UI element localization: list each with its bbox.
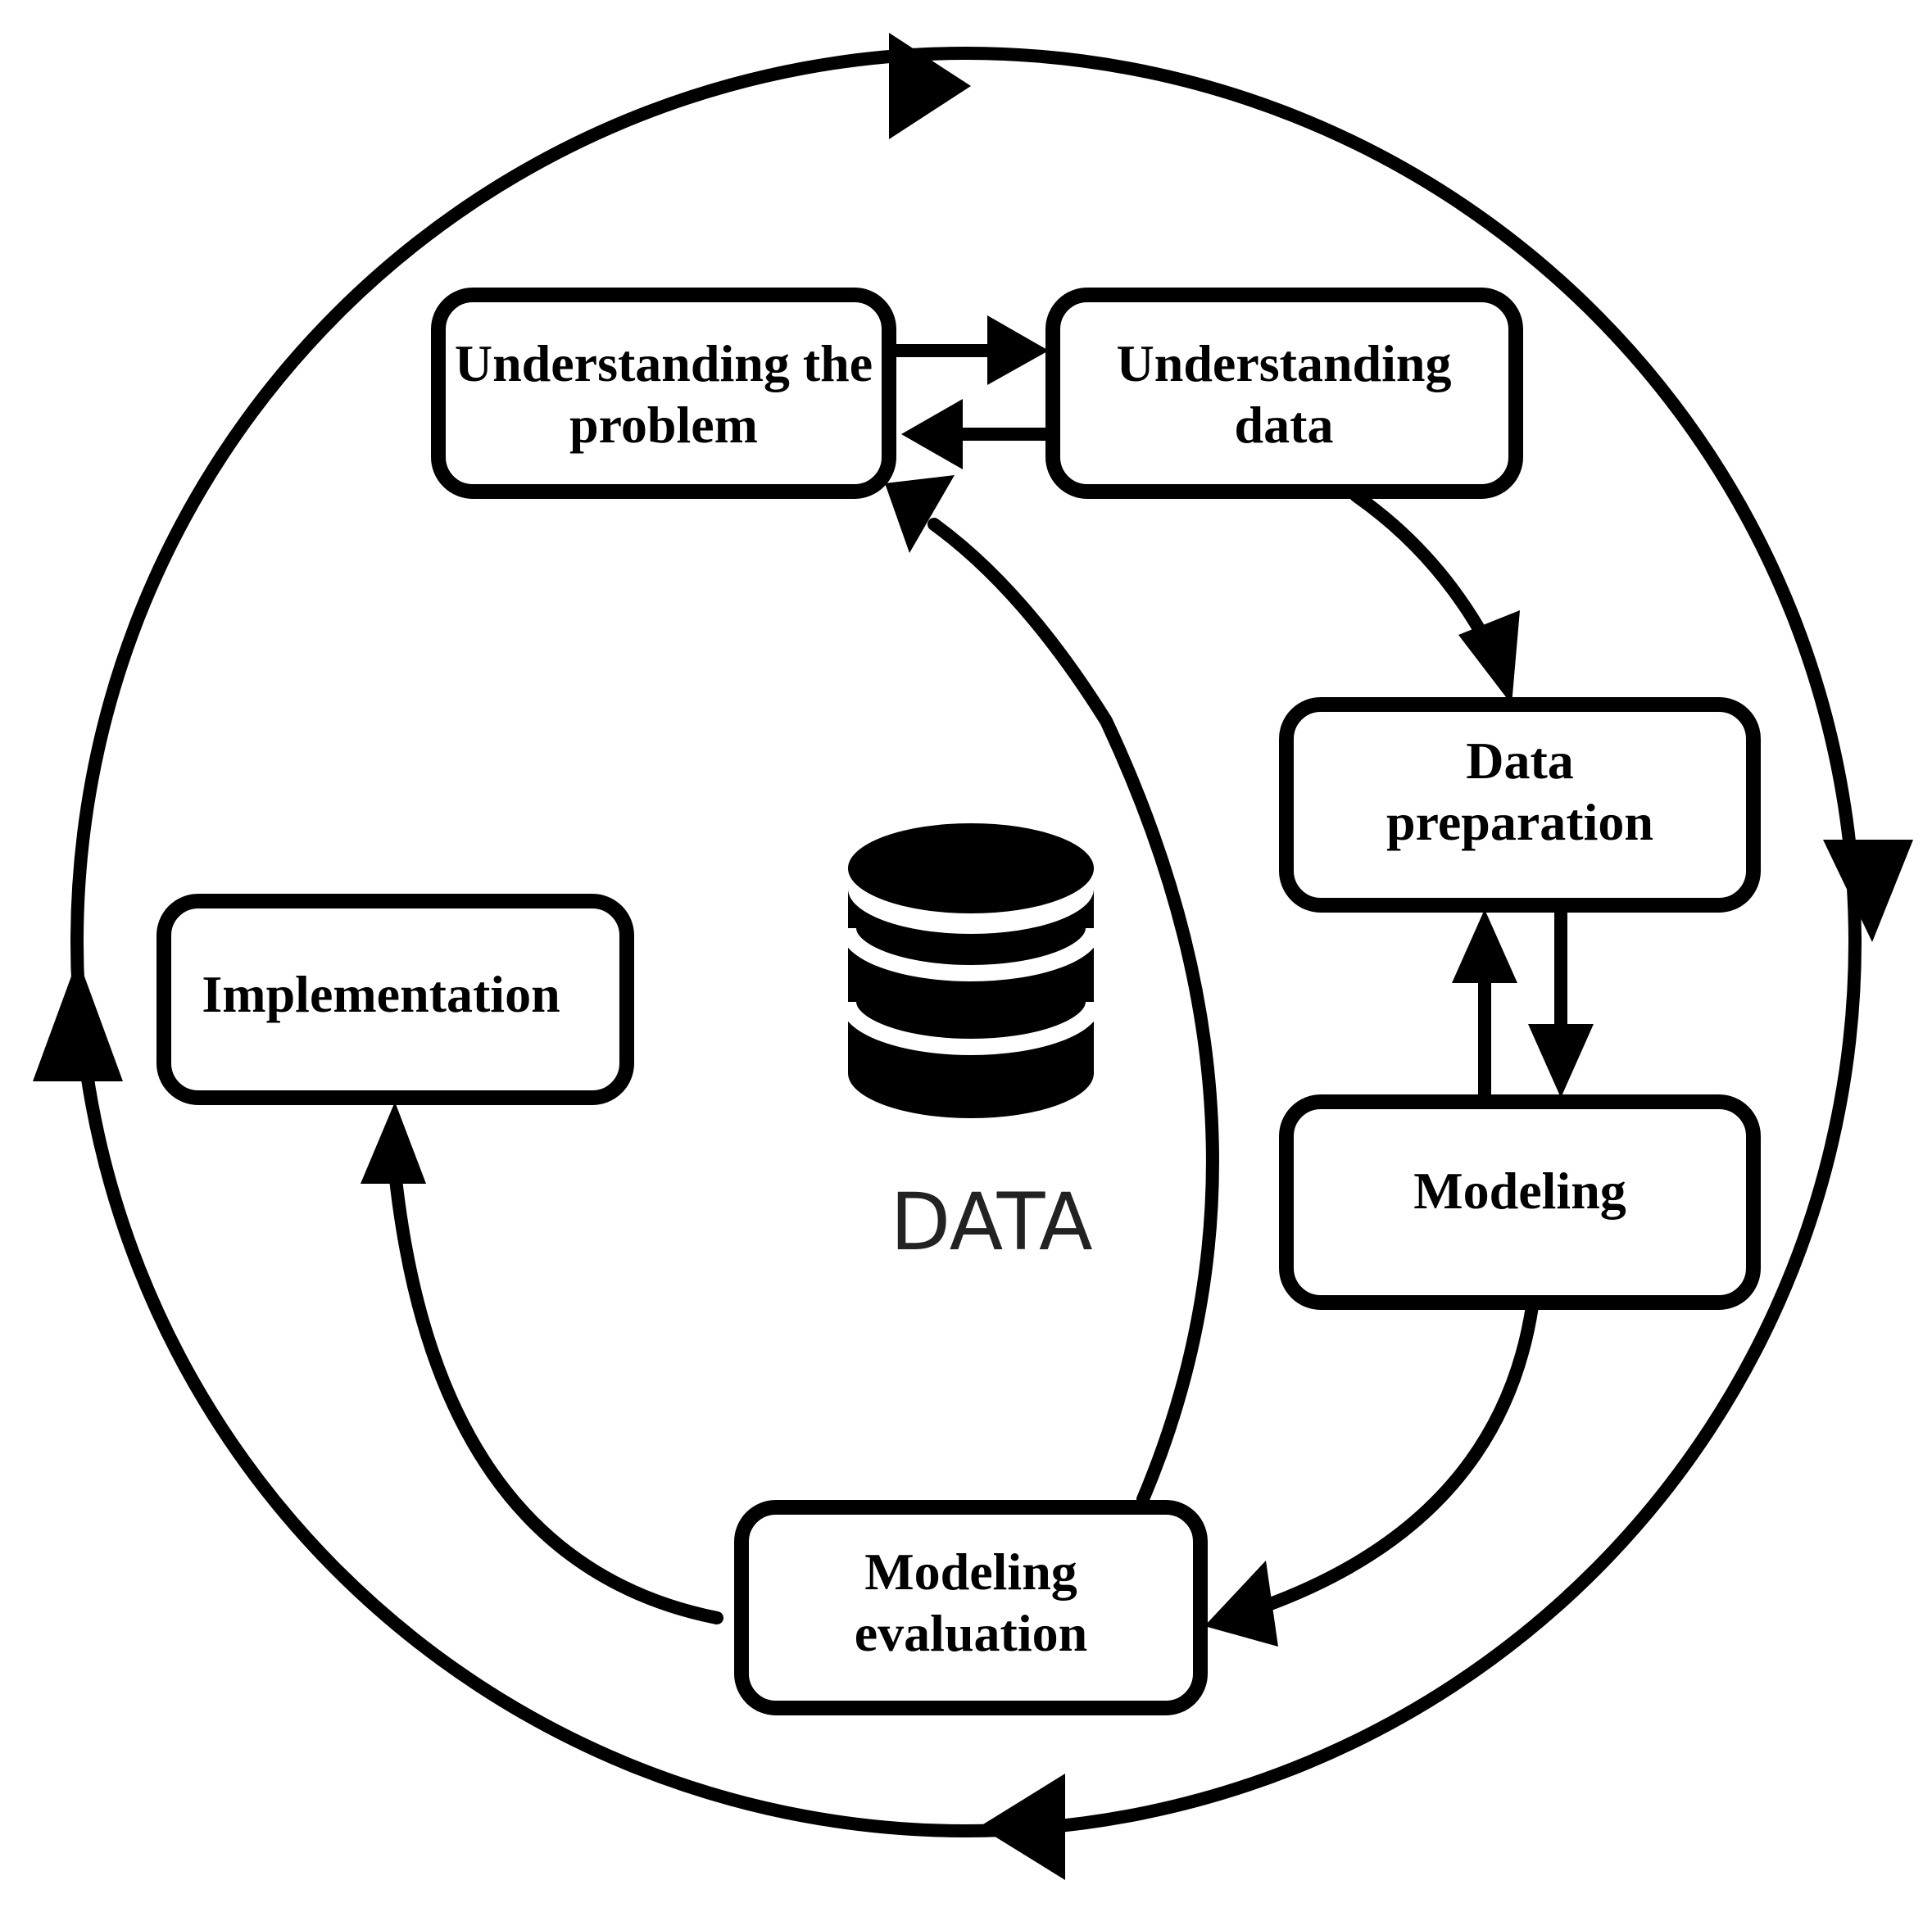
outer-arrowhead-right bbox=[1823, 840, 1913, 942]
flow-evaluation-to-implementation bbox=[387, 1149, 723, 1624]
step-modeling-label: Modeling bbox=[1413, 1162, 1626, 1220]
step-understanding-the-problem: Understanding the problem bbox=[431, 288, 896, 499]
arrowhead-preparation-to-modeling bbox=[1528, 1024, 1594, 1098]
step-understanding-the-problem-line1: Understanding the bbox=[455, 334, 873, 392]
step-modeling-evaluation-line2: evaluation bbox=[855, 1604, 1087, 1662]
step-implementation: Implementation bbox=[156, 894, 634, 1105]
step-understanding-data: Understanding data bbox=[1045, 288, 1523, 499]
step-data-preparation-line2: preparation bbox=[1386, 793, 1653, 851]
database-label: DATA bbox=[890, 1176, 1092, 1268]
arrowhead-problem-to-data bbox=[987, 315, 1049, 385]
step-data-preparation-line1: Data bbox=[1466, 732, 1574, 790]
arrowhead-modeling-to-preparation bbox=[1452, 909, 1517, 983]
step-implementation-label: Implementation bbox=[202, 965, 560, 1023]
step-data-preparation: Data preparation bbox=[1279, 697, 1761, 913]
outer-arrowhead-left bbox=[33, 958, 123, 1081]
step-modeling: Modeling bbox=[1279, 1094, 1761, 1310]
arrowhead-evaluation-to-implementation bbox=[361, 1102, 426, 1184]
outer-arrowhead-top bbox=[889, 33, 971, 139]
outer-arrowhead-bottom bbox=[979, 1774, 1065, 1880]
arrowhead-evaluation-to-problem bbox=[885, 475, 955, 553]
outer-cycle-ring bbox=[70, 47, 1862, 1837]
flow-modeling-to-evaluation bbox=[1259, 1300, 1539, 1612]
arrowhead-modeling-to-evaluation bbox=[1204, 1561, 1278, 1647]
database-icon bbox=[840, 823, 1102, 1118]
step-modeling-evaluation-line1: Modeling bbox=[864, 1543, 1077, 1601]
step-understanding-data-line1: Understanding bbox=[1117, 334, 1452, 392]
flow-evaluation-to-problem bbox=[927, 518, 1219, 1506]
step-understanding-data-line2: data bbox=[1235, 396, 1334, 454]
arrowhead-data-to-problem bbox=[901, 399, 963, 469]
step-modeling-evaluation: Modeling evaluation bbox=[734, 1500, 1208, 1715]
arrowhead-data-to-preparation bbox=[1458, 610, 1520, 705]
step-understanding-the-problem-line2: problem bbox=[569, 396, 758, 454]
flow-data-to-preparation bbox=[1349, 489, 1494, 650]
